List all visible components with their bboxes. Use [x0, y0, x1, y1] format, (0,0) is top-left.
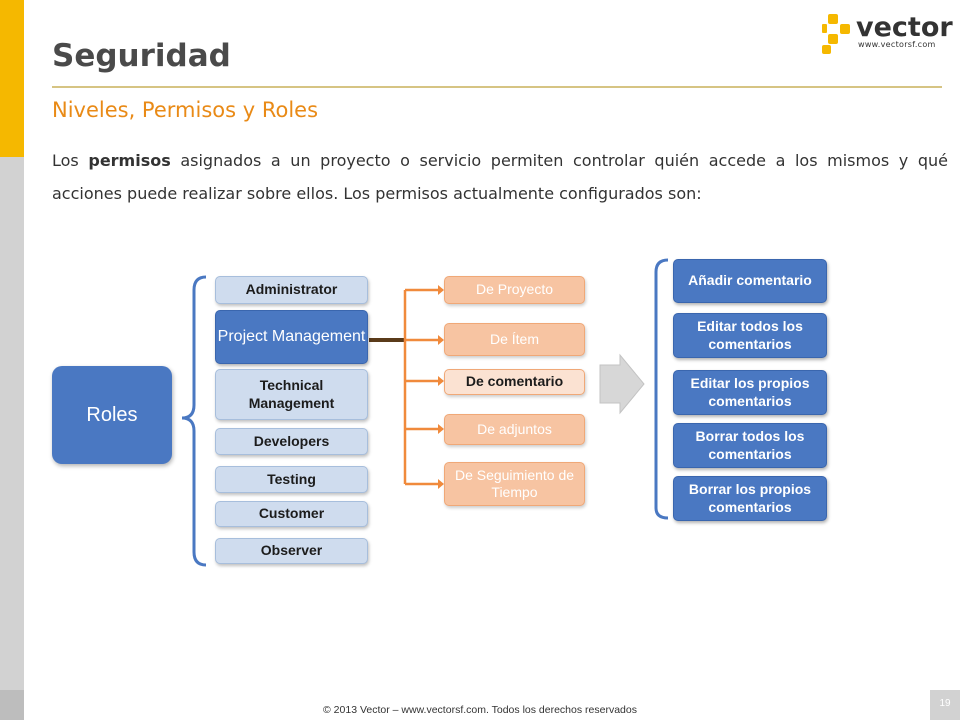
vector-logo-icon	[822, 14, 850, 54]
intro-text-end: asignados a un proyecto o servicio permi…	[52, 151, 949, 203]
left-accent-bar-bottom	[0, 690, 24, 720]
left-accent-bar-yellow	[0, 0, 24, 157]
logo-wordmark: vector	[856, 12, 953, 43]
permission-de-adjuntos: De adjuntos	[444, 414, 585, 445]
action-borrar-propios-comentarios: Borrar los propios comentarios	[673, 476, 827, 521]
action-anadir-comentario: Añadir comentario	[673, 259, 827, 303]
permission-tree	[403, 288, 438, 486]
page-title: Seguridad	[52, 38, 231, 74]
roles-root-node: Roles	[52, 366, 172, 464]
intro-text-start: Los	[52, 151, 89, 170]
action-editar-todos-comentarios: Editar todos los comentarios	[673, 313, 827, 358]
page-subtitle: Niveles, Permisos y Roles	[52, 98, 319, 122]
role-testing: Testing	[215, 466, 368, 493]
role-project-management: Project Management	[215, 310, 368, 364]
role-administrator: Administrator	[215, 276, 368, 304]
role-developers: Developers	[215, 428, 368, 455]
role-observer: Observer	[215, 538, 368, 564]
footer-copyright: © 2013 Vector – www.vectorsf.com. Todos …	[323, 704, 637, 716]
permission-de-item: De Ítem	[444, 323, 585, 356]
permission-de-comentario: De comentario	[444, 369, 585, 395]
role-technical-management: Technical Management	[215, 369, 368, 420]
actions-bracket	[654, 258, 669, 520]
page-number-box	[930, 690, 960, 720]
action-editar-propios-comentarios: Editar los propios comentarios	[673, 370, 827, 415]
role-customer: Customer	[215, 501, 368, 527]
title-divider	[52, 86, 942, 88]
arrow-icon	[599, 353, 645, 415]
action-borrar-todos-comentarios: Borrar todos los comentarios	[673, 423, 827, 468]
roles-bracket	[181, 275, 207, 567]
intro-text-bold: permisos	[88, 151, 171, 170]
page-number: 19	[939, 698, 951, 709]
permission-de-seguimiento-de-tiempo: De Seguimiento de Tiempo	[444, 462, 585, 506]
left-accent-bar-gray	[0, 157, 24, 690]
permission-de-proyecto: De Proyecto	[444, 276, 585, 304]
logo-url: www.vectorsf.com	[858, 40, 936, 49]
intro-paragraph: Los permisos asignados a un proyecto o s…	[52, 144, 948, 210]
